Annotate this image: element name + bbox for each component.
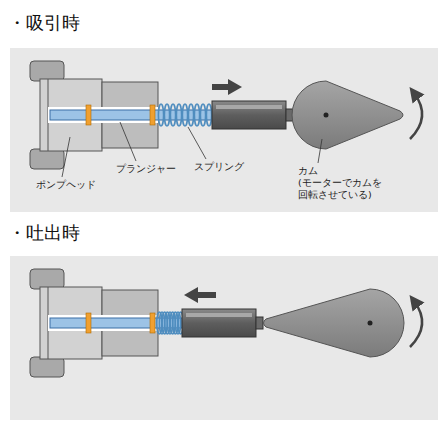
spring-coil — [194, 104, 199, 126]
rotation-arrow — [410, 93, 422, 139]
leader-line — [62, 137, 70, 177]
section-heading: ・吸引時 — [8, 12, 80, 35]
fitting — [30, 61, 64, 81]
fitting — [30, 149, 64, 169]
motion-arrow — [198, 292, 216, 298]
motion-arrow — [228, 79, 242, 95]
spring-coil — [164, 104, 169, 126]
spring-coil — [182, 104, 187, 126]
fitting — [30, 357, 64, 377]
rotation-arrow — [410, 301, 422, 347]
fitting — [30, 269, 64, 289]
spring-coil — [176, 104, 181, 126]
pump-panel — [10, 256, 438, 420]
cam — [292, 81, 403, 149]
seal — [150, 105, 155, 125]
leader-line — [120, 122, 136, 161]
spring-coil — [200, 104, 205, 126]
spring-coil — [170, 104, 175, 126]
part-label: スプリング — [194, 161, 244, 174]
pump-panel — [10, 48, 438, 212]
cam-axis — [368, 321, 373, 326]
panel-ground — [10, 256, 438, 420]
seal — [86, 105, 91, 125]
cam — [264, 289, 405, 357]
spring-coil — [158, 104, 163, 126]
motion-arrow — [184, 287, 198, 303]
holder-highlight — [216, 105, 282, 109]
holder-highlight — [186, 313, 252, 317]
seal — [86, 313, 91, 333]
spring-coil — [206, 104, 211, 126]
plunger-holder — [182, 309, 256, 337]
part-label: ポンプヘッド — [36, 179, 96, 192]
cam-axis — [324, 113, 329, 118]
plunger-holder — [212, 101, 286, 129]
roller — [256, 317, 263, 329]
part-label: プランジャー — [116, 163, 176, 176]
motion-arrow — [212, 84, 228, 90]
seal — [150, 313, 155, 333]
spring-coil — [188, 104, 193, 126]
leader-line — [188, 127, 206, 159]
leader-line — [318, 139, 322, 163]
section-heading: ・吐出時 — [8, 222, 80, 245]
panel-ground — [10, 48, 438, 212]
part-label: カム(モーターでカムを 回転させている) — [298, 165, 382, 201]
